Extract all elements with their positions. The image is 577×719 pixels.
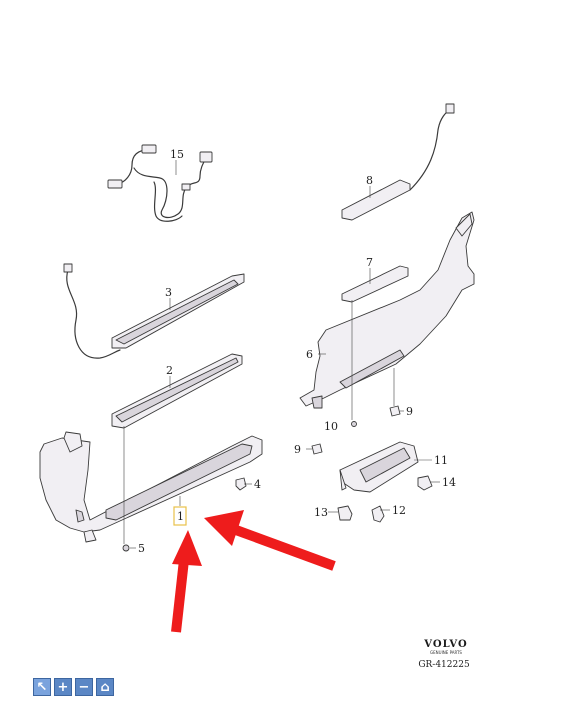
callout-9-upper[interactable]: 9 <box>406 405 413 418</box>
part-6-rear-sill-trim[interactable] <box>299 211 475 409</box>
callout-labels: 15 3 2 1 4 5 8 7 6 9 10 9 11 14 12 13 <box>138 148 456 555</box>
callout-2[interactable]: 2 <box>166 364 173 377</box>
part-15-wiring-harness[interactable] <box>107 144 213 222</box>
callout-4[interactable]: 4 <box>254 478 261 491</box>
part-3-lit-sill-plate[interactable] <box>63 263 245 359</box>
callout-12[interactable]: 12 <box>392 504 406 517</box>
part-13-plug[interactable] <box>337 505 353 521</box>
cursor-icon: ↖ <box>36 679 48 695</box>
callout-15[interactable]: 15 <box>170 148 184 161</box>
home-icon: ⌂ <box>100 679 110 695</box>
red-arrow-vertical <box>171 530 202 633</box>
part-4-clip[interactable] <box>235 477 247 491</box>
callout-1[interactable]: 1 <box>177 510 184 523</box>
part-2-sill-plate[interactable] <box>111 353 243 429</box>
callout-8[interactable]: 8 <box>366 174 373 187</box>
part-10-screw[interactable] <box>351 421 357 427</box>
callout-3[interactable]: 3 <box>165 286 172 299</box>
part-11-bracket[interactable] <box>339 441 419 493</box>
part-5-screw[interactable] <box>122 544 130 552</box>
home-button[interactable]: ⌂ <box>96 678 114 696</box>
pointer-button[interactable]: ↖ <box>33 678 51 696</box>
zoom-in-button[interactable]: + <box>54 678 72 696</box>
red-arrow-horizontal <box>204 510 336 571</box>
part-14-clip[interactable] <box>417 475 433 491</box>
callout-10[interactable]: 10 <box>324 420 338 433</box>
part-9-clip-upper[interactable] <box>389 405 401 417</box>
minus-icon: − <box>78 679 90 695</box>
part-9-clip-lower[interactable] <box>311 443 323 455</box>
zoom-out-button[interactable]: − <box>75 678 93 696</box>
callout-14[interactable]: 14 <box>442 476 456 489</box>
zoom-toolbar: ↖ + − ⌂ <box>33 678 114 696</box>
genuine-parts-tagline: GENUINE PARTS <box>430 650 462 655</box>
volvo-logo-text: VOLVO <box>424 639 468 650</box>
part-12-clip[interactable] <box>371 505 385 523</box>
part-1-sill-trim-panel[interactable] <box>39 431 263 543</box>
callout-9-lower[interactable]: 9 <box>294 443 301 456</box>
callout-5[interactable]: 5 <box>138 542 145 555</box>
highlight-box <box>173 506 187 526</box>
diagram-reference-code: GR-412225 <box>418 660 470 670</box>
leader-lines <box>123 160 440 549</box>
plus-icon: + <box>57 679 69 695</box>
part-7-sill-plate[interactable] <box>341 265 409 303</box>
callout-7[interactable]: 7 <box>366 256 373 269</box>
callout-11[interactable]: 11 <box>434 454 448 467</box>
part-8-lit-sill-plate[interactable] <box>341 103 455 221</box>
callout-13[interactable]: 13 <box>314 506 328 519</box>
callout-6[interactable]: 6 <box>306 348 313 361</box>
